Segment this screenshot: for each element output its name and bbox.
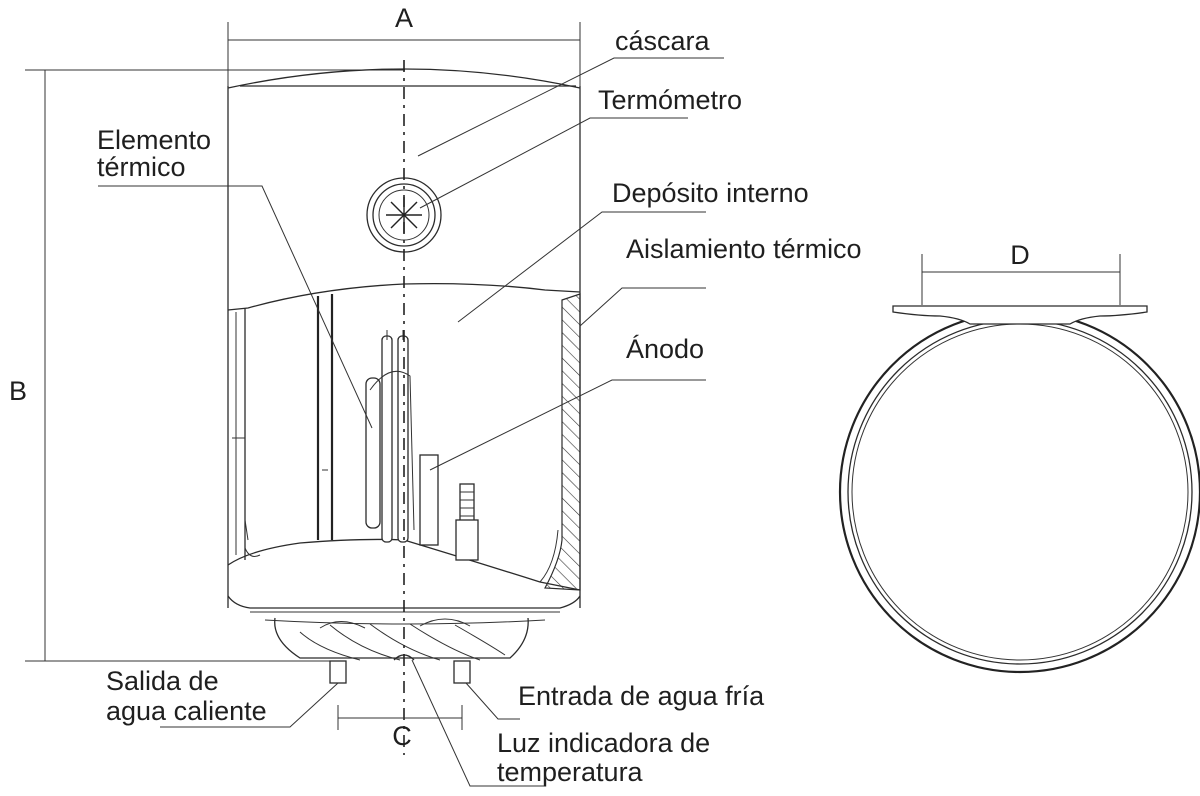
dimension-d: D <box>921 240 1121 305</box>
label-insulation: Aislamiento térmico <box>626 234 862 264</box>
label-indicator-2: temperatura <box>497 757 644 787</box>
dimension-b: B <box>9 69 405 662</box>
label-anode: Ánodo <box>626 334 704 364</box>
top-view <box>838 305 1200 674</box>
heater-body <box>227 68 581 625</box>
dimension-b-label: B <box>9 376 27 406</box>
dimension-a: A <box>227 3 581 92</box>
label-heating-element-2: térmico <box>97 152 186 182</box>
label-hot-outlet-1: Salida de <box>106 666 219 696</box>
label-inner-tank: Depósito interno <box>612 178 809 208</box>
anode <box>455 483 479 561</box>
heating-element <box>365 330 439 546</box>
bottom-dome <box>274 617 529 684</box>
dimension-c: C <box>337 705 463 751</box>
labels: cáscara Termómetro Elemento térmico Depó… <box>97 26 862 787</box>
dimension-a-label: A <box>395 3 413 33</box>
label-thermometer: Termómetro <box>598 85 742 115</box>
label-shell: cáscara <box>615 26 711 56</box>
dimension-d-label: D <box>1010 240 1030 270</box>
label-indicator-1: Luz indicadora de <box>497 728 710 758</box>
leader-lines <box>98 57 724 787</box>
label-heating-element-1: Elemento <box>97 125 211 155</box>
label-cold-inlet: Entrada de agua fría <box>518 681 765 711</box>
label-hot-outlet-2: agua caliente <box>106 696 267 726</box>
dimension-c-label: C <box>392 721 412 751</box>
